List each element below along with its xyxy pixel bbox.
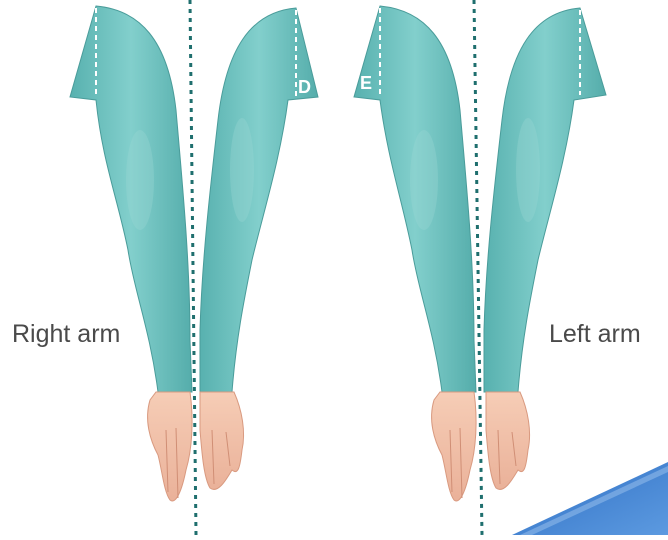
- corner-decoration: [512, 462, 668, 535]
- left-arm-hand-2: [486, 392, 530, 489]
- right-arm-sleeve-inner: [200, 8, 318, 392]
- left-arm-hand-1: [432, 392, 477, 501]
- right-arm-label: Right arm: [12, 322, 120, 347]
- center-dotted-line-left: [474, 0, 482, 535]
- marker-d: D: [298, 77, 311, 97]
- right-arm-hand-1: [148, 392, 193, 501]
- marker-e: E: [360, 73, 372, 93]
- left-arm-sleeve-inner: [354, 6, 476, 392]
- center-dotted-line-right: [190, 0, 196, 535]
- left-arm-label: Left arm: [549, 322, 641, 347]
- right-arm-hand-2: [200, 392, 244, 489]
